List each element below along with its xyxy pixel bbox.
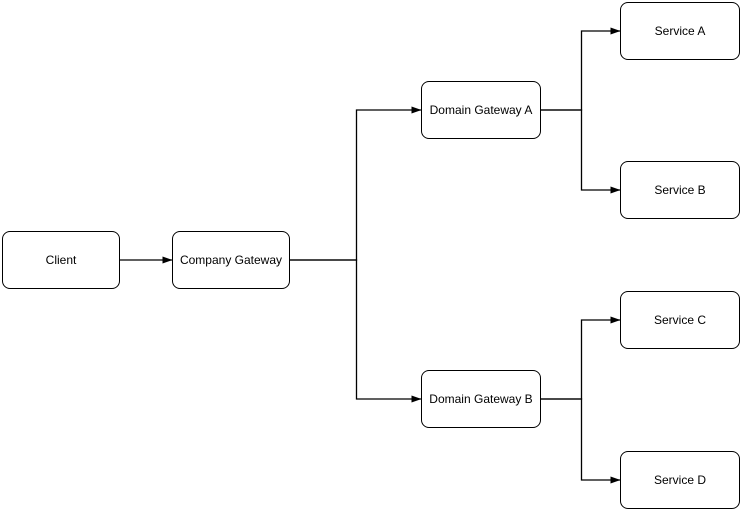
node-label: Domain Gateway A <box>429 103 533 117</box>
node-service-c: Service C <box>620 291 740 349</box>
node-label: Domain Gateway B <box>429 392 533 406</box>
node-service-a: Service A <box>620 2 740 60</box>
node-domain-gateway-b: Domain Gateway B <box>421 370 541 428</box>
node-company-gateway: Company Gateway <box>172 231 290 289</box>
node-label: Client <box>45 253 77 267</box>
edge-domain-gateway-b-to-service-d <box>541 398 621 484</box>
node-service-b: Service B <box>620 161 740 219</box>
node-domain-gateway-a: Domain Gateway A <box>421 81 541 139</box>
node-label: Service A <box>654 24 706 38</box>
node-client: Client <box>2 231 120 289</box>
edge-domain-gateway-a-to-service-b <box>541 109 621 194</box>
edge-domain-gateway-a-to-service-a <box>541 27 621 111</box>
node-label: Service C <box>653 313 706 327</box>
node-label: Company Gateway <box>179 253 283 267</box>
node-label: Service D <box>653 473 706 487</box>
edge-company-gateway-to-domain-gateway-b <box>290 259 422 403</box>
node-label: Service B <box>654 183 706 197</box>
edge-domain-gateway-b-to-service-c <box>541 316 621 400</box>
node-service-d: Service D <box>620 451 740 509</box>
edge-company-gateway-to-domain-gateway-a <box>290 106 422 261</box>
